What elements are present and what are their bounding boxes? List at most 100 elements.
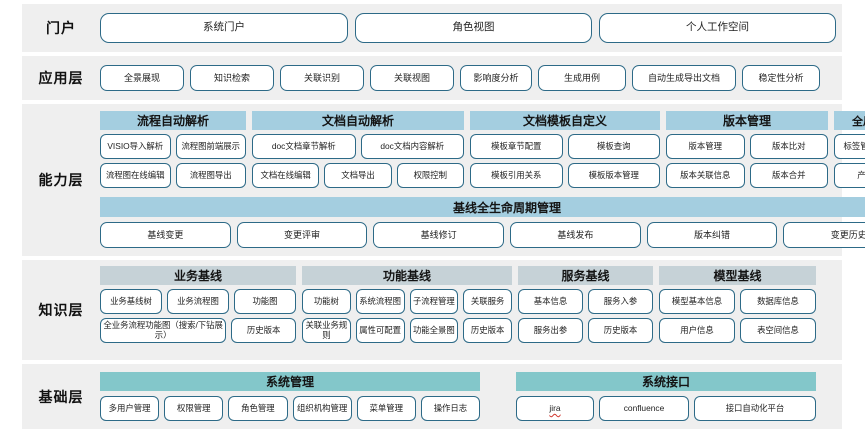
knowledge-row: 全业务流程功能图（搜索/下钻展示） 历史版本 bbox=[100, 318, 296, 343]
ability-row: 标签管理/自定义 bbox=[834, 134, 865, 159]
ability-item-doc-content-parse[interactable]: doc文档内容解析 bbox=[360, 134, 464, 159]
foundation-row: jira confluence 接口自动化平台 bbox=[516, 396, 816, 421]
knowledge-item-attribute-configurable[interactable]: 属性可配置 bbox=[355, 318, 405, 343]
foundation-item-operation-log[interactable]: 操作日志 bbox=[420, 396, 481, 421]
baseline-item-change[interactable]: 基线变更 bbox=[100, 222, 231, 248]
ability-group-title-flow-parse: 流程自动解析 bbox=[100, 111, 246, 130]
ability-item-template-version-management[interactable]: 模板版本管理 bbox=[567, 163, 660, 188]
foundation-group-system-management: 系统管理 多用户管理 权限管理 角色管理 组织机构管理 菜单管理 操作日志 bbox=[100, 372, 481, 429]
ability-item-visio-import-parse[interactable]: VISIO导入解析 bbox=[100, 134, 171, 159]
knowledge-item-user-info[interactable]: 用户信息 bbox=[659, 318, 735, 343]
knowledge-item-system-flowchart[interactable]: 系统流程图 bbox=[355, 289, 405, 314]
knowledge-item-database-info[interactable]: 数据库信息 bbox=[740, 289, 816, 314]
ability-item-version-management[interactable]: 版本管理 bbox=[666, 134, 745, 159]
foundation-item-org-structure-management[interactable]: 组织机构管理 bbox=[292, 396, 352, 421]
ability-body: 流程自动解析 VISIO导入解析 流程图前端展示 流程图在线编辑 流程图导出 文… bbox=[100, 104, 865, 256]
ability-item-flowchart-online-edit[interactable]: 流程图在线编辑 bbox=[100, 163, 171, 188]
app-item-knowledge-search[interactable]: 知识检索 bbox=[190, 65, 274, 91]
knowledge-item-model-basic-info[interactable]: 模型基本信息 bbox=[659, 289, 735, 314]
knowledge-item-function-panorama[interactable]: 功能全景图 bbox=[409, 318, 459, 343]
knowledge-item-service-basic-info[interactable]: 基本信息 bbox=[518, 289, 583, 314]
ability-item-version-merge[interactable]: 版本合并 bbox=[749, 163, 828, 188]
foundation-item-confluence[interactable]: confluence bbox=[599, 396, 689, 421]
foundation-item-permission-management[interactable]: 权限管理 bbox=[164, 396, 224, 421]
foundation-item-interface-automation-platform[interactable]: 接口自动化平台 bbox=[694, 396, 816, 421]
knowledge-item-full-business-flow-function-diagram[interactable]: 全业务流程功能图（搜索/下钻展示） bbox=[100, 318, 227, 343]
application-body: 全景展现 知识检索 关联识别 关联视图 影响度分析 生成用例 自动生成导出文档 … bbox=[100, 65, 842, 91]
ability-row: 产品管理 bbox=[834, 163, 865, 188]
ability-group-flow-parse: 流程自动解析 VISIO导入解析 流程图前端展示 流程图在线编辑 流程图导出 bbox=[100, 111, 246, 188]
knowledge-row: 业务基线树 业务流程图 功能图 bbox=[100, 289, 296, 314]
knowledge-row: 模型基本信息 数据库信息 bbox=[659, 289, 816, 314]
knowledge-group-model-baseline: 模型基线 模型基本信息 数据库信息 用户信息 表空间信息 bbox=[659, 266, 816, 343]
ability-item-template-reference-relation[interactable]: 模板引用关系 bbox=[470, 163, 563, 188]
knowledge-item-business-baseline-tree[interactable]: 业务基线树 bbox=[100, 289, 162, 314]
knowledge-row: 功能树 系统流程图 子流程管理 关联服务 bbox=[302, 289, 512, 314]
app-item-generate-usecase[interactable]: 生成用例 bbox=[538, 65, 626, 91]
app-item-panorama[interactable]: 全景展现 bbox=[100, 65, 184, 91]
ability-item-template-chapter-config[interactable]: 模板章节配置 bbox=[470, 134, 563, 159]
foundation-item-multi-user-management[interactable]: 多用户管理 bbox=[100, 396, 160, 421]
ability-group-title-version-management: 版本管理 bbox=[666, 111, 828, 130]
knowledge-item-related-business-rule[interactable]: 关联业务规则 bbox=[302, 318, 351, 343]
ability-item-permission-control[interactable]: 权限控制 bbox=[396, 163, 464, 188]
knowledge-group-function-baseline: 功能基线 功能树 系统流程图 子流程管理 关联服务 关联业务规则 属性可配置 功… bbox=[302, 266, 512, 343]
layer-band-foundation: 基础层 系统管理 多用户管理 权限管理 角色管理 组织机构管理 菜单管理 操作日… bbox=[22, 364, 842, 429]
knowledge-item-history-version-function[interactable]: 历史版本 bbox=[463, 318, 512, 343]
knowledge-item-history-version-business[interactable]: 历史版本 bbox=[231, 318, 296, 343]
knowledge-item-function-diagram[interactable]: 功能图 bbox=[234, 289, 296, 314]
knowledge-group-row: 业务基线 业务基线树 业务流程图 功能图 全业务流程功能图（搜索/下钻展示） 历… bbox=[100, 266, 836, 343]
ability-item-tag-management[interactable]: 标签管理/自定义 bbox=[834, 134, 865, 159]
ability-row: 模板引用关系 模板版本管理 bbox=[470, 163, 660, 188]
knowledge-group-title-service-baseline: 服务基线 bbox=[518, 266, 653, 285]
knowledge-item-related-service[interactable]: 关联服务 bbox=[463, 289, 512, 314]
foundation-item-menu-management[interactable]: 菜单管理 bbox=[356, 396, 416, 421]
application-item-row: 全景展现 知识检索 关联识别 关联视图 影响度分析 生成用例 自动生成导出文档 … bbox=[100, 65, 836, 91]
ability-item-flowchart-frontend-display[interactable]: 流程图前端展示 bbox=[175, 134, 246, 159]
knowledge-row: 基本信息 服务入参 bbox=[518, 289, 653, 314]
foundation-body: 系统管理 多用户管理 权限管理 角色管理 组织机构管理 菜单管理 操作日志 系统… bbox=[100, 364, 842, 429]
baseline-item-revision[interactable]: 基线修订 bbox=[373, 222, 505, 248]
ability-group-title-doc-parse: 文档自动解析 bbox=[252, 111, 464, 130]
knowledge-item-function-tree[interactable]: 功能树 bbox=[302, 289, 351, 314]
baseline-item-release[interactable]: 基线发布 bbox=[510, 222, 641, 248]
app-item-auto-export-doc[interactable]: 自动生成导出文档 bbox=[632, 65, 736, 91]
ability-item-doc-export[interactable]: 文档导出 bbox=[324, 163, 392, 188]
portal-item-personal-workspace[interactable]: 个人工作空间 bbox=[599, 13, 836, 43]
knowledge-item-business-flowchart[interactable]: 业务流程图 bbox=[167, 289, 229, 314]
ability-group-global-config: 全局配置 标签管理/自定义 产品管理 bbox=[834, 111, 865, 188]
knowledge-item-service-input-params[interactable]: 服务入参 bbox=[588, 289, 653, 314]
ability-group-title-global-config: 全局配置 bbox=[834, 111, 865, 130]
ability-item-doc-chapter-parse[interactable]: doc文档章节解析 bbox=[252, 134, 356, 159]
knowledge-item-history-version-service[interactable]: 历史版本 bbox=[588, 318, 653, 343]
ability-group-version-management: 版本管理 版本管理 版本比对 版本关联信息 版本合并 bbox=[666, 111, 828, 188]
ability-item-flowchart-export[interactable]: 流程图导出 bbox=[175, 163, 246, 188]
foundation-item-jira[interactable]: jira bbox=[516, 396, 594, 421]
knowledge-group-business-baseline: 业务基线 业务基线树 业务流程图 功能图 全业务流程功能图（搜索/下钻展示） 历… bbox=[100, 266, 296, 343]
app-item-stability-analysis[interactable]: 稳定性分析 bbox=[742, 65, 820, 91]
ability-row: 版本管理 版本比对 bbox=[666, 134, 828, 159]
app-item-relation-recognition[interactable]: 关联识别 bbox=[280, 65, 364, 91]
foundation-row: 多用户管理 权限管理 角色管理 组织机构管理 菜单管理 操作日志 bbox=[100, 396, 481, 421]
ability-item-template-query[interactable]: 模板查询 bbox=[567, 134, 660, 159]
ability-item-product-management[interactable]: 产品管理 bbox=[834, 163, 865, 188]
app-item-impact-analysis[interactable]: 影响度分析 bbox=[460, 65, 532, 91]
baseline-item-change-review[interactable]: 变更评审 bbox=[236, 222, 368, 248]
portal-item-row: 系统门户 角色视图 个人工作空间 bbox=[100, 13, 836, 43]
ability-row: 流程图在线编辑 流程图导出 bbox=[100, 163, 246, 188]
ability-item-version-relation-info[interactable]: 版本关联信息 bbox=[666, 163, 745, 188]
portal-item-role-view[interactable]: 角色视图 bbox=[355, 13, 592, 43]
foundation-item-role-management[interactable]: 角色管理 bbox=[228, 396, 288, 421]
ability-row: 版本关联信息 版本合并 bbox=[666, 163, 828, 188]
portal-item-system-portal[interactable]: 系统门户 bbox=[100, 13, 348, 43]
app-item-relation-view[interactable]: 关联视图 bbox=[370, 65, 454, 91]
baseline-item-version-correction[interactable]: 版本纠错 bbox=[646, 222, 778, 248]
knowledge-item-tablespace-info[interactable]: 表空间信息 bbox=[740, 318, 816, 343]
ability-item-version-compare[interactable]: 版本比对 bbox=[749, 134, 828, 159]
knowledge-item-service-output-params[interactable]: 服务出参 bbox=[518, 318, 583, 343]
knowledge-item-subprocess-management[interactable]: 子流程管理 bbox=[409, 289, 459, 314]
layer-label-knowledge: 知识层 bbox=[38, 302, 84, 318]
baseline-item-change-history[interactable]: 变更历史 bbox=[783, 222, 865, 248]
ability-item-doc-online-edit[interactable]: 文档在线编辑 bbox=[252, 163, 320, 188]
